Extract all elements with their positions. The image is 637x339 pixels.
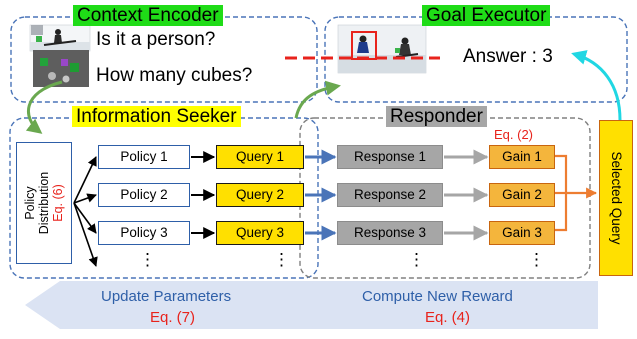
question-cubes: How many cubes? (96, 65, 253, 86)
cubes-thumbnail (33, 50, 89, 87)
update-parameters-eq: Eq. (7) (150, 309, 196, 326)
query-box-3: Query 3 (216, 221, 304, 245)
selected-to-answer-arrow (571, 50, 622, 121)
gain-box-3: Gain 3 (489, 221, 555, 245)
selected-query-label: Selected Query (608, 151, 624, 245)
seeker-to-executor-arrow (294, 80, 341, 119)
question-person: Is it a person? (96, 29, 216, 50)
snowboarder-thumbnail (29, 24, 91, 52)
fan-arrow-2 (73, 193, 97, 204)
gains-to-selected-arrow (555, 154, 598, 232)
information-seeker-title: Information Seeker (72, 106, 241, 127)
answer-text: Answer : 3 (463, 46, 553, 67)
response-box-1: Response 1 (337, 145, 443, 169)
compute-reward-label: Compute New Reward (362, 288, 513, 305)
fan-arrow-4 (73, 202, 98, 267)
policy-distribution-box: Policy Distribution Eq. (6) (16, 142, 72, 264)
update-parameters-label: Update Parameters (101, 288, 232, 305)
distribution-label-line1: Policy (23, 186, 37, 220)
response-ellipsis: ⋮ (408, 250, 425, 269)
gain-eq: Eq. (2) (494, 127, 534, 142)
goal-executor-title: Goal Executor (422, 5, 551, 26)
response-box-3: Response 3 (337, 221, 443, 245)
response-box-2: Response 2 (337, 183, 443, 207)
distribution-eq: Eq. (6) (51, 184, 65, 222)
query-ellipsis: ⋮ (273, 250, 290, 269)
query-box-2: Query 2 (216, 183, 304, 207)
gain-box-2: Gain 2 (489, 183, 555, 207)
selected-query-box: Selected Query (599, 120, 633, 276)
policy-ellipsis: ⋮ (139, 250, 156, 269)
policy-box-1: Policy 1 (98, 145, 190, 169)
context-encoder-title: Context Encoder (73, 5, 223, 26)
responder-title: Responder (386, 106, 487, 127)
policy-box-2: Policy 2 (98, 183, 190, 207)
goal-snowboarder-thumbnail (337, 24, 427, 74)
compute-reward-banner (290, 281, 598, 329)
query-box-1: Query 1 (216, 145, 304, 169)
distribution-fan-arrows (73, 156, 98, 267)
compute-reward-eq: Eq. (4) (425, 309, 471, 326)
gain-ellipsis: ⋮ (528, 250, 545, 269)
distribution-label-line2: Distribution (37, 171, 51, 235)
encoder-to-seeker-arrow (25, 80, 63, 134)
fan-arrow-1 (73, 156, 97, 204)
update-parameters-banner (25, 281, 342, 329)
fan-arrow-3 (73, 202, 97, 234)
gain-box-1: Gain 1 (489, 145, 555, 169)
row-arrows (191, 149, 489, 241)
policy-box-3: Policy 3 (98, 221, 190, 245)
